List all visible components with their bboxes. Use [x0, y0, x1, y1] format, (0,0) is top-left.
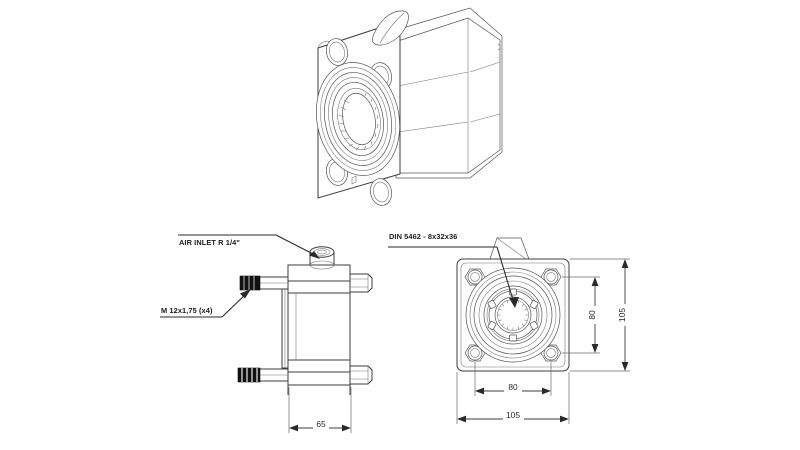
- dimension-front-bolt-vertical-label: 80: [587, 310, 597, 320]
- label-thread: M 12x1,75 (x4): [160, 289, 251, 318]
- spline-label-text: DIN 5462 - 8x32x36: [389, 232, 457, 241]
- side-upper-bolt-hex-end: [349, 273, 373, 293]
- thread-label-text: M 12x1,75 (x4): [161, 306, 213, 315]
- front-view: [456, 237, 570, 372]
- side-upper-bolt: [239, 275, 289, 291]
- dimension-front-overall-horizontal-label: 105: [506, 410, 520, 420]
- dimension-front-bolt-vertical: 80: [562, 276, 600, 354]
- side-lower-bolt-hex-end: [349, 365, 373, 385]
- dimension-65: 65: [288, 387, 352, 433]
- mounting-hole-bl: [464, 344, 486, 362]
- dimension-front-bolt-horizontal: 80: [474, 362, 552, 396]
- air-inlet-label-text: AIR INLET R 1/4": [179, 238, 240, 247]
- mounting-hole-br: [540, 344, 562, 362]
- iso-air-inlet-boss: [372, 10, 409, 46]
- front-mounting-holes: [464, 268, 562, 362]
- isometric-view: [315, 7, 503, 206]
- mounting-hole-tl: [464, 268, 486, 286]
- iso-bearing-bore: [315, 62, 401, 176]
- side-view: [237, 246, 373, 395]
- mounting-hole-tr: [540, 268, 562, 286]
- label-spline: DIN 5462 - 8x32x36: [388, 232, 519, 308]
- dimension-front-overall-vertical: 105: [570, 258, 630, 372]
- dimension-front-overall-vertical-label: 105: [617, 308, 627, 322]
- label-air-inlet: AIR INLET R 1/4": [178, 234, 320, 259]
- dimension-65-label: 65: [316, 419, 326, 429]
- dimension-front-overall-horizontal: 105: [456, 372, 570, 424]
- dimension-front-bolt-horizontal-label: 80: [508, 382, 518, 392]
- side-lower-bolt: [237, 367, 289, 383]
